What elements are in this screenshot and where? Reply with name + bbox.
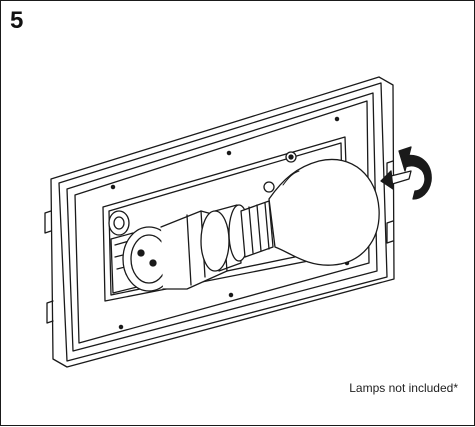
rotation-arrow [380, 146, 432, 200]
lamps-not-included-note: Lamps not included* [349, 381, 458, 395]
light-bulb [240, 151, 380, 266]
step-number: 5 [10, 7, 24, 34]
lamp-holder [108, 204, 250, 294]
